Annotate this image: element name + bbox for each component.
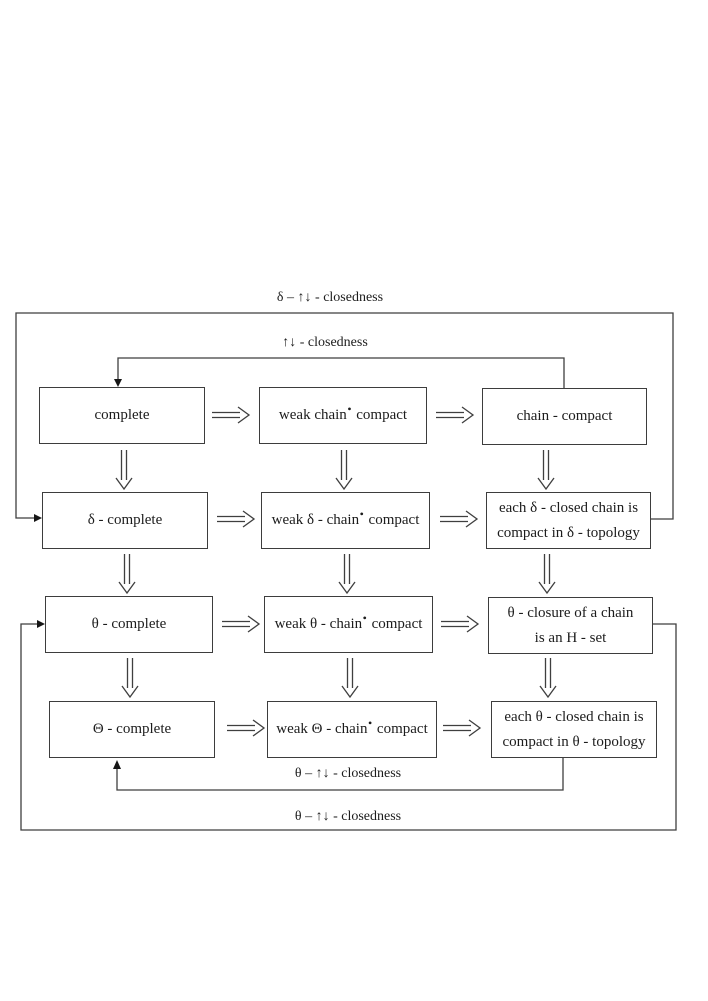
box-each-theta-closed-line2: compact in θ - topology	[502, 733, 646, 750]
box-theta-closure-line1: θ - closure of a chain	[507, 604, 634, 621]
loop-theta-closedness-outer	[20, 620, 677, 831]
box-Theta-complete: Θ - complete	[49, 701, 215, 758]
box-chain-compact: chain - compact	[482, 388, 647, 445]
box-delta-complete: δ - complete	[42, 492, 208, 549]
implies-arrow-col3-row34	[539, 658, 557, 699]
label-post: compact	[367, 616, 423, 632]
box-weak-theta-chain-compact: weak θ - chain• compact	[264, 596, 433, 653]
box-weak-delta-chain-compact: weak δ - chain• compact	[261, 492, 430, 549]
implies-arrow-col2-row12	[335, 450, 353, 491]
implies-arrow-col1-row23	[118, 554, 136, 595]
label-post: compact	[373, 721, 428, 737]
implies-arrow-col1-row34	[121, 658, 139, 699]
label-post: compact	[364, 512, 420, 528]
box-theta-closure: θ - closure of a chain is an H - set	[488, 597, 653, 654]
implies-arrow-row2-left	[217, 510, 256, 528]
label-pre: weak θ - chain	[274, 616, 363, 632]
box-weak-theta-chain-compact-label: weak θ - chain• compact	[274, 611, 423, 632]
loop-theta-closedness-inner	[113, 757, 564, 791]
implies-arrow-col3-row12	[537, 450, 555, 491]
box-delta-complete-label: δ - complete	[87, 512, 163, 528]
implies-arrow-col2-row23	[338, 554, 356, 595]
box-weak-chain-compact: weak chain• compact	[259, 387, 427, 444]
label-pre: weak chain	[278, 407, 347, 423]
box-each-theta-closed-line1: each θ - closed chain is	[504, 708, 644, 725]
box-theta-closure-line2: is an H - set	[534, 629, 607, 646]
box-weak-Theta-chain-compact: weak Θ - chain• compact	[267, 701, 437, 758]
label-post: compact	[352, 407, 408, 423]
box-theta-complete-label: θ - complete	[91, 616, 167, 632]
implies-arrow-col2-row34	[341, 658, 359, 699]
box-complete: complete	[39, 387, 205, 444]
implies-arrow-row3-right	[441, 615, 480, 633]
implies-arrow-row4-left	[227, 719, 266, 737]
implies-arrow-col3-row23	[538, 554, 556, 595]
box-complete-label: complete	[94, 407, 150, 423]
box-each-delta-closed-line1: each δ - closed chain is	[498, 499, 639, 516]
label-closedness: ↑↓ - closedness	[282, 335, 368, 350]
box-each-delta-closed: each δ - closed chain is compact in δ - …	[486, 492, 651, 549]
loop-closedness	[114, 357, 565, 388]
loop-delta-closedness	[15, 312, 674, 522]
label-theta-closedness-inner: θ – ↑↓ - closedness	[294, 766, 402, 781]
box-weak-chain-compact-label: weak chain• compact	[278, 402, 408, 423]
implies-arrow-row2-right	[440, 510, 479, 528]
label-delta-closedness: δ – ↑↓ - closedness	[276, 290, 384, 305]
label-theta-closedness-outer: θ – ↑↓ - closedness	[294, 809, 402, 824]
box-Theta-complete-label: Θ - complete	[92, 721, 172, 737]
box-theta-complete: θ - complete	[45, 596, 213, 653]
implies-arrow-row1-left	[212, 406, 251, 424]
implies-arrow-row4-right	[443, 719, 482, 737]
box-weak-Theta-chain-compact-label: weak Θ - chain• compact	[276, 716, 428, 737]
implies-arrow-col1-row12	[115, 450, 133, 491]
label-pre: weak δ - chain	[271, 512, 360, 528]
implies-arrow-row3-left	[222, 615, 261, 633]
box-weak-delta-chain-compact-label: weak δ - chain• compact	[271, 507, 420, 528]
box-each-delta-closed-line2: compact in δ - topology	[497, 524, 640, 541]
box-chain-compact-label: chain - compact	[516, 408, 613, 424]
box-each-theta-closed: each θ - closed chain is compact in θ - …	[491, 701, 657, 758]
implies-arrow-row1-right	[436, 406, 475, 424]
label-pre: weak Θ - chain	[276, 721, 368, 737]
